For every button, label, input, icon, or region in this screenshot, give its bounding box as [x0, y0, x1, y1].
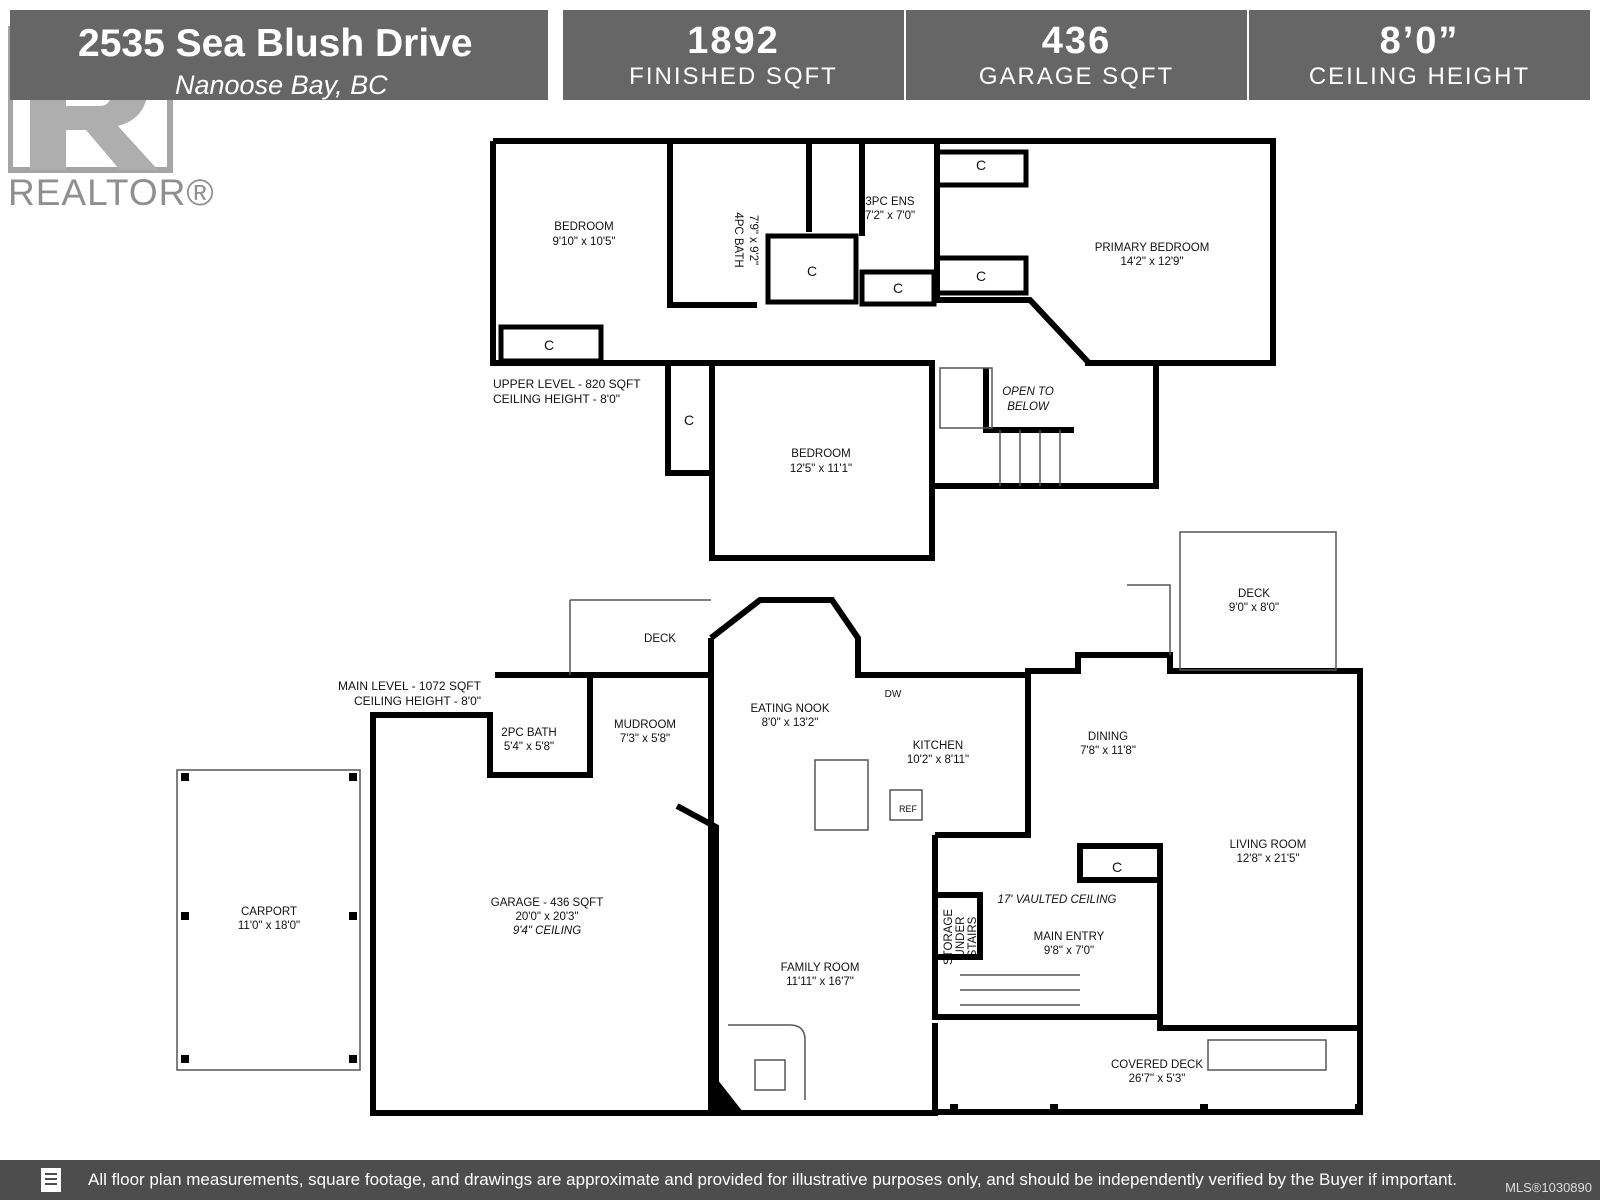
main-level-ceiling: CEILING HEIGHT - 8'0"	[354, 694, 481, 708]
label-covered-name: COVERED DECK	[1111, 1059, 1203, 1071]
label-eating-size: 8'0" x 13'2"	[762, 717, 819, 729]
carport-posts	[181, 773, 1363, 1112]
label-bedroom-left-name: BEDROOM	[554, 221, 613, 233]
address-number: 2535	[78, 22, 165, 65]
label-closet: C	[684, 412, 694, 428]
label-entry-size: 9'8" x 7'0"	[1044, 945, 1094, 957]
label-deck-right-size: 9'0" x 8'0"	[1229, 602, 1279, 614]
upper-level-ceiling: CEILING HEIGHT - 8'0"	[493, 392, 620, 406]
stat-label: GARAGE SQFT	[978, 63, 1175, 90]
label-bath2-size: 5'4" x 5'8"	[504, 741, 554, 753]
label-bath4-name: 4PC BATH	[732, 212, 744, 267]
label-bath4-size: 7'9" x 9'2"	[747, 215, 759, 265]
floor-plan: BEDROOM 9'10" x 10'5" 4PC BATH 7'9" x 9'…	[176, 138, 1363, 1116]
document-icon	[41, 1168, 61, 1192]
label-mudroom-name: MUDROOM	[614, 719, 676, 731]
label-garage-ceiling: 9'4" CEILING	[513, 925, 581, 937]
label-vaulted: 17' VAULTED CEILING	[998, 894, 1117, 906]
label-entry-name: MAIN ENTRY	[1034, 931, 1105, 943]
label-bath2-name: 2PC BATH	[501, 727, 556, 739]
address-street: Sea Blush Drive	[175, 22, 473, 65]
realtor-logo-text: REALTOR®	[8, 172, 215, 213]
label-eating-name: EATING NOOK	[750, 703, 829, 715]
label-carport-name: CARPORT	[241, 906, 297, 918]
label-deck-top: DECK	[644, 633, 676, 645]
plan-details	[176, 367, 1337, 1100]
room-labels: BEDROOM 9'10" x 10'5" 4PC BATH 7'9" x 9'…	[238, 157, 1306, 1085]
stat-value: 1892	[687, 20, 780, 62]
label-ens3-name: 3PC ENS	[865, 196, 915, 208]
mls-number: MLS®1030890	[1505, 1180, 1592, 1195]
stat-garage-sqft: 436 GARAGE SQFT	[904, 10, 1247, 100]
stat-ceiling-height: 8’0” CEILING HEIGHT	[1247, 10, 1590, 100]
label-closet: C	[976, 268, 986, 284]
label-ens3-size: 7'2" x 7'0"	[865, 210, 915, 222]
main-level-caption: MAIN LEVEL - 1072 SQFT	[338, 679, 482, 693]
address-street-line: 2535 Sea Blush Drive	[78, 22, 473, 66]
label-primary-size: 14'2" x 12'9"	[1120, 256, 1183, 268]
label-dining-name: DINING	[1088, 731, 1128, 743]
label-open-to: OPEN TO	[1002, 386, 1054, 398]
stat-label: CEILING HEIGHT	[1308, 63, 1531, 90]
address-banner: 2535 Sea Blush Drive Nanoose Bay, BC	[10, 10, 548, 100]
stat-value: 436	[1041, 20, 1112, 62]
label-stairs: STAIRS	[967, 916, 979, 957]
stats-banner: 1892 FINISHED SQFT 436 GARAGE SQFT 8’0” …	[563, 10, 1590, 100]
label-deck-right-name: DECK	[1238, 588, 1270, 600]
label-bedroom-mid-size: 12'5" x 11'1"	[790, 463, 852, 475]
label-dining-size: 7'8" x 11'8"	[1080, 745, 1136, 757]
label-closet: C	[807, 263, 817, 279]
level-captions: UPPER LEVEL - 820 SQFT CEILING HEIGHT - …	[338, 377, 641, 708]
label-closet: C	[893, 280, 903, 296]
label-living-name: LIVING ROOM	[1230, 839, 1307, 851]
upper-level-caption: UPPER LEVEL - 820 SQFT	[493, 377, 641, 391]
label-bedroom-mid-name: BEDROOM	[791, 448, 850, 460]
label-primary-name: PRIMARY BEDROOM	[1095, 242, 1210, 254]
label-storage: STORAGE	[943, 909, 955, 965]
stat-finished-sqft: 1892 FINISHED SQFT	[563, 10, 904, 100]
main-level-walls	[370, 597, 1363, 1116]
address-city: Nanoose Bay, BC	[175, 70, 388, 100]
label-garage-size: 20'0" x 20'3"	[515, 911, 578, 923]
label-under: UNDER	[955, 917, 967, 958]
stat-value: 8’0”	[1379, 20, 1460, 62]
label-garage-name: GARAGE - 436 SQFT	[491, 897, 603, 909]
label-kitchen-size: 10'2" x 8'11"	[907, 754, 969, 766]
disclaimer-text: All floor plan measurements, square foot…	[88, 1170, 1457, 1189]
disclaimer-footer: All floor plan measurements, square foot…	[0, 1160, 1600, 1200]
label-dw: DW	[885, 689, 902, 700]
label-below: BELOW	[1007, 401, 1050, 413]
label-closet: C	[1112, 859, 1122, 875]
label-closet: C	[544, 337, 554, 353]
label-kitchen-name: KITCHEN	[913, 740, 963, 752]
label-carport-size: 11'0" x 18'0"	[238, 920, 300, 932]
label-ref: REF	[899, 804, 918, 814]
label-mudroom-size: 7'3" x 5'8"	[620, 733, 670, 745]
stat-label: FINISHED SQFT	[629, 63, 838, 90]
label-bedroom-left-size: 9'10" x 10'5"	[552, 236, 615, 248]
label-covered-size: 26'7" x 5'3"	[1129, 1073, 1186, 1085]
label-living-size: 12'8" x 21'5"	[1236, 853, 1299, 865]
upper-level-walls	[490, 138, 1276, 561]
label-closet: C	[976, 157, 986, 173]
label-family-name: FAMILY ROOM	[781, 962, 860, 974]
label-family-size: 11'11" x 16'7"	[786, 976, 854, 988]
